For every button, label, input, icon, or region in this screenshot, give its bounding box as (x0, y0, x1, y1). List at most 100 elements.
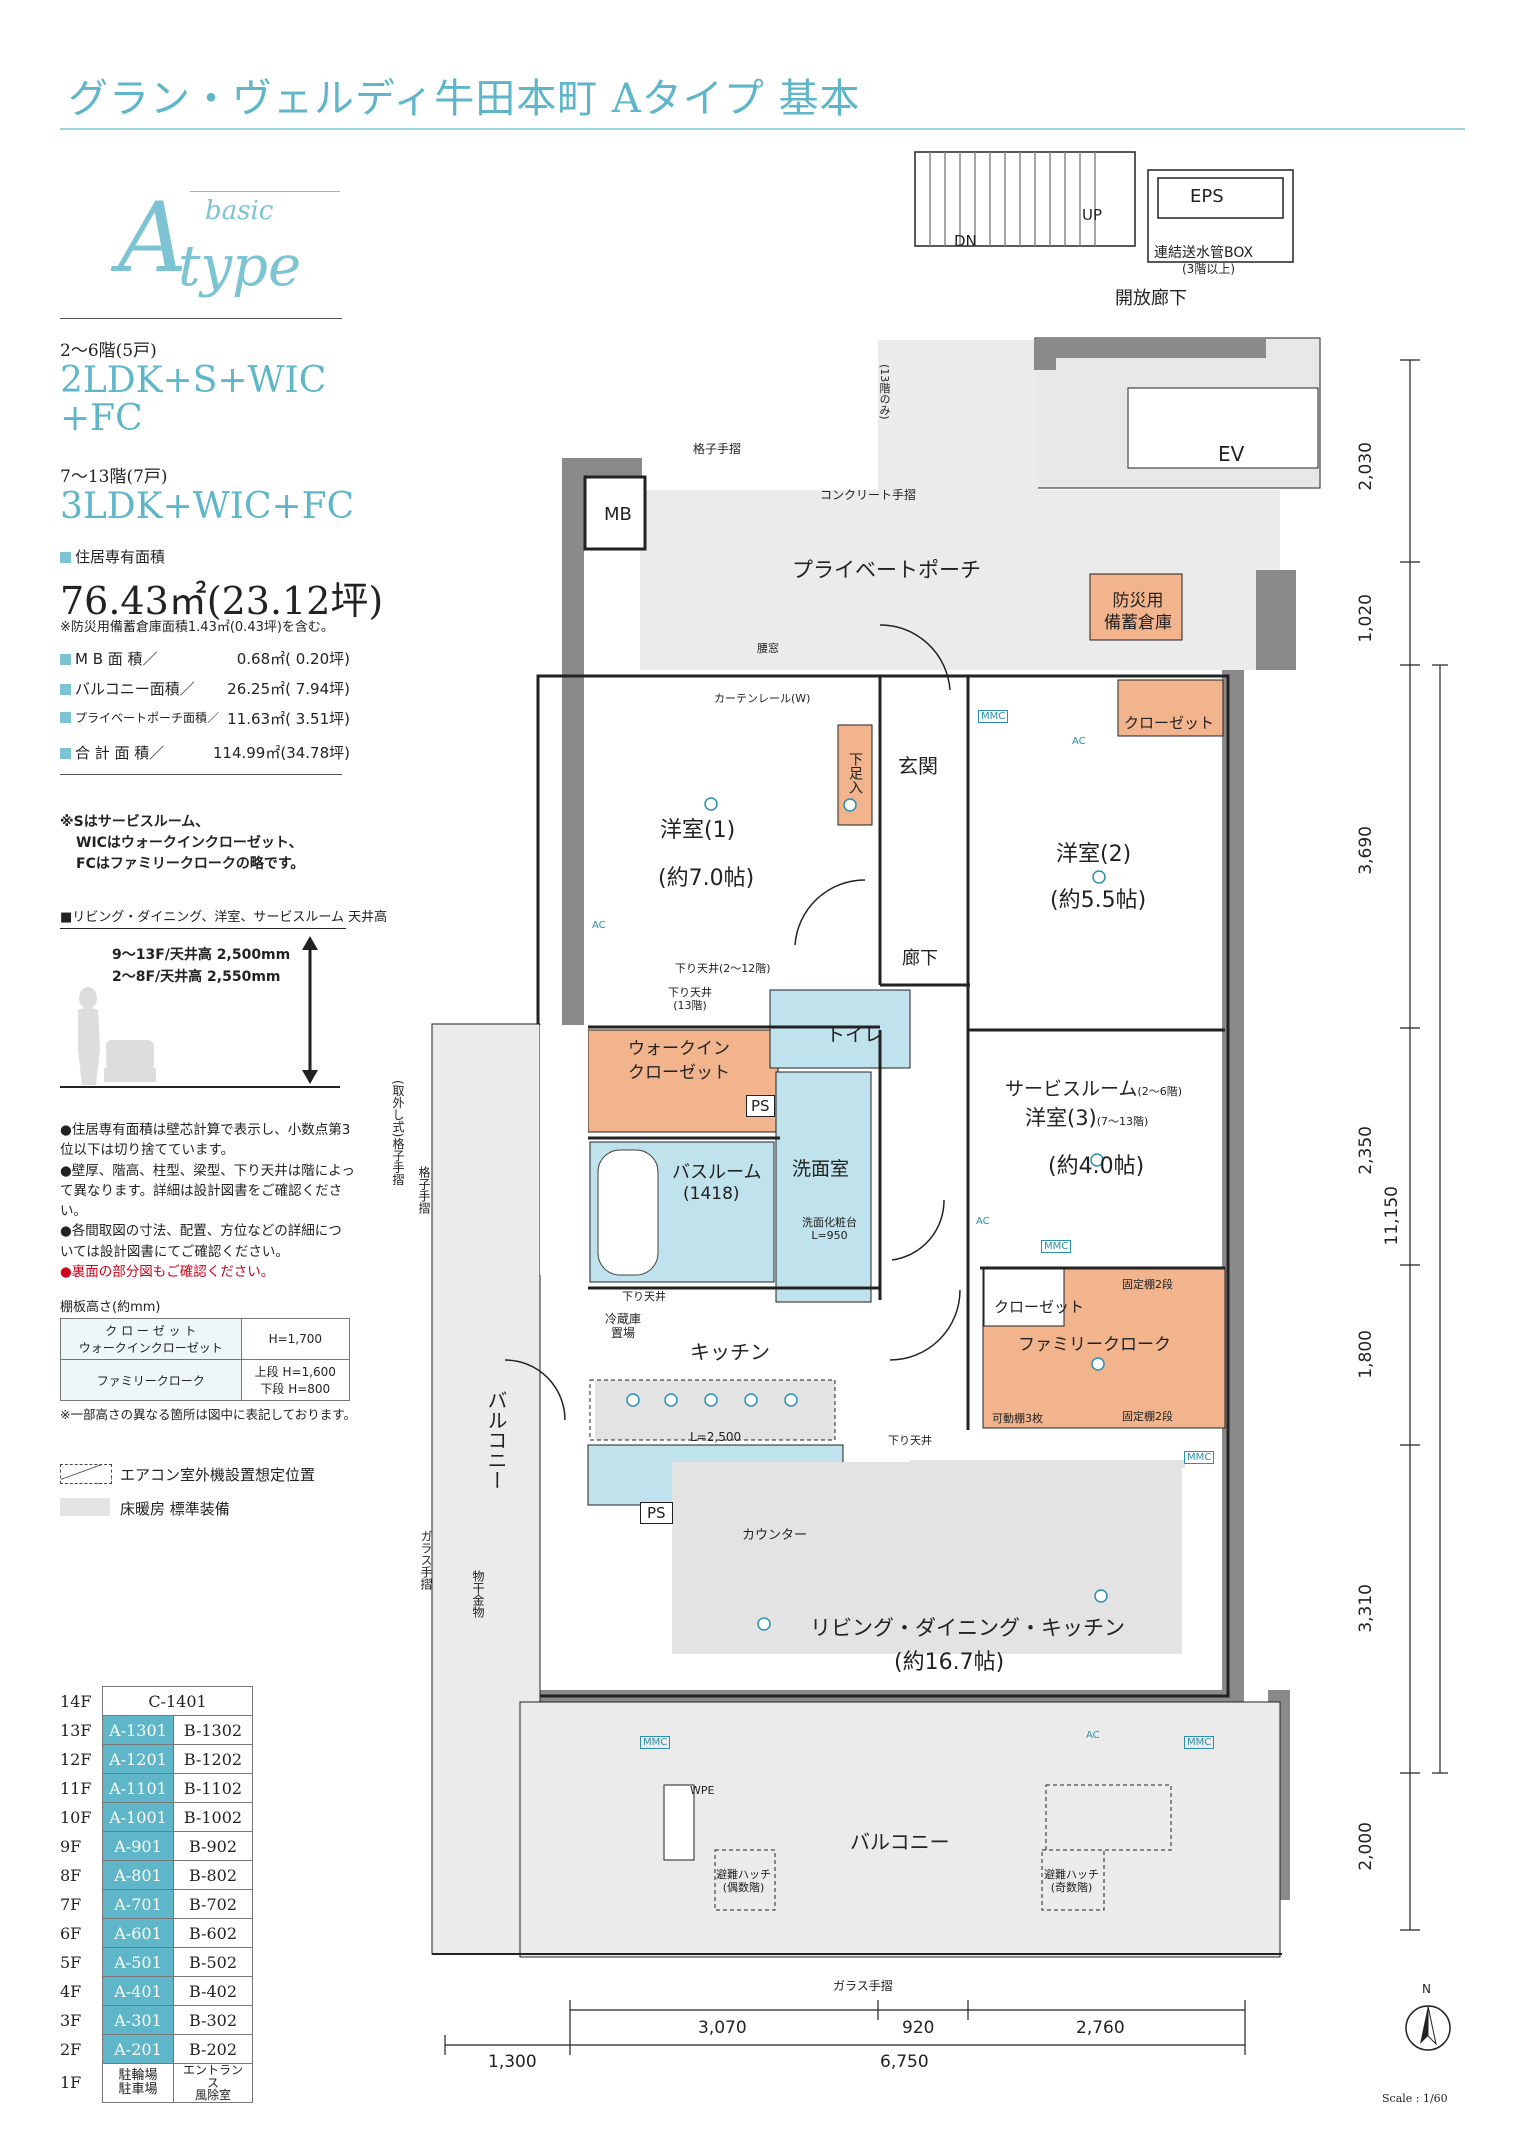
room3-label: 洋室(3)(7～13階) (1025, 1106, 1149, 1130)
mmc-outlet: MMC (1184, 1451, 1215, 1464)
kitchen-length-label: L=2,500 (690, 1430, 742, 1444)
toilet-room (769, 989, 911, 1069)
dim-total-vertical: 11,150 (1382, 1186, 1402, 1246)
left-divider (60, 774, 342, 775)
dim-right-6: 3,310 (1356, 1584, 1376, 1633)
dim-bottom-5: 6,750 (880, 2052, 929, 2072)
storage-label: 防災用 備蓄倉庫 (1104, 591, 1172, 634)
drop-ceiling-13-label: 下り天井 (13階) (668, 986, 712, 1013)
mmc-outlet: MMC (640, 1736, 671, 1749)
north-arrow-icon (1405, 2005, 1451, 2051)
fixed-shelf-label-2: 固定棚2段 (1122, 1410, 1173, 1423)
square-bullet-icon (60, 684, 71, 695)
plan-1-floors: 2～6階(5戸) (60, 341, 157, 361)
area-row: プライベートポーチ面積／11.63㎡( 3.51坪) (60, 708, 350, 729)
mb-label: MB (604, 504, 632, 525)
hatch-even-label: 避難ハッチ (偶数階) (716, 1868, 771, 1895)
area-row: バルコニー面積／26.25㎡( 7.94坪) (60, 678, 350, 699)
movable-shelf-label: 可動棚3枚 (992, 1412, 1043, 1425)
up-label: UP (1082, 206, 1103, 224)
window-label: 腰窓 (757, 642, 779, 655)
floor-heating-legend-swatch (60, 1498, 110, 1516)
dim-bottom-3: 2,760 (1076, 2018, 1125, 2038)
shoe-cabinet (837, 724, 873, 826)
shoe-cabinet-label: 下足入 (847, 752, 863, 794)
wpe-label: WPE (690, 1784, 715, 1797)
area-row: 合 計 面 積／114.99㎡(34.78坪) (60, 742, 350, 763)
ps-box: PS (746, 1095, 775, 1117)
escape-hatch-even (714, 1849, 776, 1911)
bath-label: バスルーム (672, 1162, 762, 1183)
toilet-label: トイレ (826, 1024, 884, 1046)
mmc-outlet: MMC (1041, 1240, 1072, 1253)
ceiling-divider (60, 928, 346, 929)
ps-box-kitchen: PS (640, 1502, 673, 1524)
person-silhouette-icon (78, 987, 100, 1085)
balcony-bottom (519, 1701, 1281, 1958)
ldk-floor-heating (672, 1462, 1182, 1654)
room3-size: (約4.0帖) (1048, 1154, 1145, 1179)
mb-box (583, 475, 647, 551)
sofa-icon (104, 1040, 156, 1082)
plan-2-floors: 7～13階(7戸) (60, 467, 168, 487)
dim-right-5: 1,800 (1356, 1330, 1376, 1379)
scale-label: Scale : 1/60 (1382, 2092, 1448, 2105)
room2-label: 洋室(2) (1056, 842, 1132, 867)
fridge-label: 冷蔵庫 置場 (605, 1312, 642, 1341)
curtain-rail-label: カーテンレール(W) (714, 692, 811, 705)
square-bullet-icon (60, 654, 71, 665)
ceiling-line-1: 9～13F/天井高 2,500mm (112, 947, 291, 963)
ceiling-height-figure (60, 936, 340, 1088)
type-logo-word: type (178, 234, 302, 299)
eps-box (1147, 169, 1294, 263)
family-cloak-label: ファミリークローク (1018, 1335, 1171, 1355)
balcony-label: バルコニー (850, 1830, 950, 1854)
logo-rule (190, 191, 340, 192)
floor13-only-note: (13階のみ) (878, 364, 891, 420)
clothes-hanger-label: 物干金物 (471, 1570, 485, 1618)
pipe-box-note: (3階以上) (1182, 262, 1235, 276)
dim-bottom-1: 3,070 (698, 2018, 747, 2038)
wall (1222, 670, 1244, 1700)
ac-outlet: AC (1086, 1730, 1100, 1741)
ac-outlet: AC (976, 1216, 990, 1227)
bath-size: (1418) (683, 1184, 740, 1204)
ceiling-heading: ■リビング・ダイニング、洋室、サービスルーム 天井高 (60, 910, 388, 925)
front-door-swing (879, 624, 951, 691)
area-main-value: 76.43㎡(23.12坪) (60, 579, 384, 623)
area-main-note: ※防災用備蓄倉庫面積1.43㎡(0.43坪)を含む。 (60, 620, 334, 635)
bathtub-icon (597, 1149, 659, 1276)
concrete-rail-label: コンクリート手摺 (820, 488, 917, 502)
square-bullet-icon (60, 552, 71, 563)
square-bullet-icon (60, 748, 71, 759)
title-divider (60, 128, 1465, 130)
storage-box (1089, 573, 1183, 641)
dim-right-7: 2,000 (1356, 1822, 1376, 1871)
entrance-label: 玄関 (898, 754, 938, 778)
glass-rail-label: ガラス手摺 (833, 1979, 893, 1993)
plan-1-layout-2: +FC (60, 398, 143, 439)
mmc-outlet: MMC (978, 710, 1009, 723)
area-row: M B 面 積／0.68㎡( 0.20坪) (60, 648, 350, 669)
stair-area (914, 151, 1136, 247)
drop-label: 下り天井 (622, 1290, 666, 1303)
ac-outlet: AC (592, 920, 606, 931)
legend-floor-heating: 床暖房 標準装備 (120, 1500, 230, 1518)
legend-ac: エアコン室外機設置想定位置 (120, 1466, 316, 1484)
open-corridor-label: 開放廊下 (1115, 288, 1187, 309)
closet-label: クローゼット (1124, 714, 1215, 732)
wic-label: ウォークイン クローゼット (628, 1039, 730, 1083)
ldk-size: (約16.7帖) (894, 1650, 1005, 1675)
table-row: ファミリークローク上段 H=1,600 下段 H=800 (60, 1359, 351, 1401)
